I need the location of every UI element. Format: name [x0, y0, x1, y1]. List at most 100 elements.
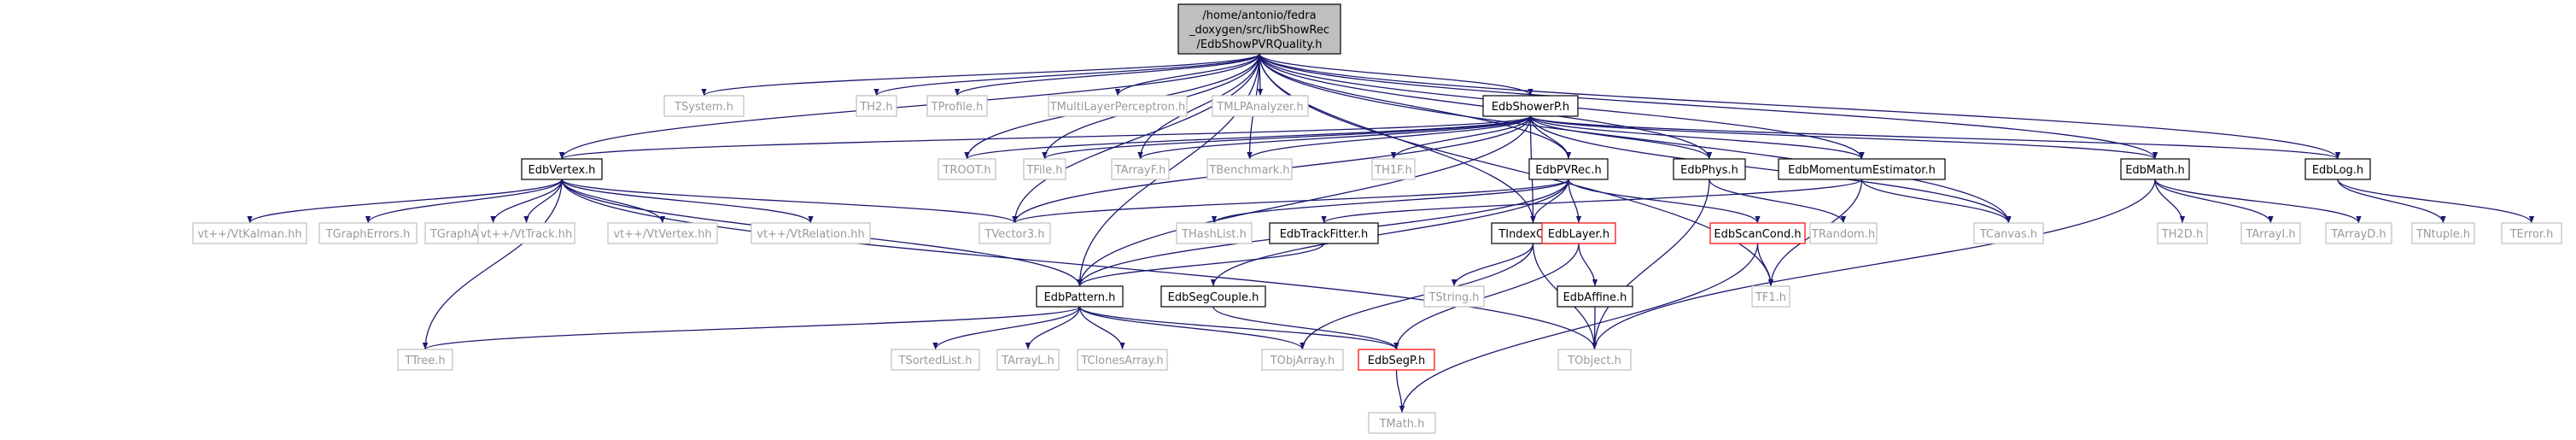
edge-root-to-tprofile: [954, 53, 1260, 97]
edge-edb-pvrec-to-edb-layer: [1568, 179, 1582, 224]
node-box: [192, 222, 307, 244]
node-edb-vertex[interactable]: EdbVertex.h: [521, 158, 603, 180]
root-node-label-line: /home/antonio/fedra: [1202, 9, 1316, 22]
edge-root-to-edb-pattern: [1077, 53, 1260, 287]
node-box: [1176, 222, 1253, 244]
edge-edb-vertex-to-vt-vertex: [561, 179, 666, 224]
edge-edb-vertex-to-tobject: [561, 179, 1598, 350]
node-label: EdbScanCond.h: [1714, 228, 1801, 241]
node-troot: TROOT.h: [938, 158, 996, 180]
node-edb-seg-couple[interactable]: EdbSegCouple.h: [1160, 285, 1266, 308]
node-th2-d: TH2D.h: [2157, 222, 2208, 244]
node-edb-affine[interactable]: EdbAffine.h: [1557, 285, 1633, 308]
node-label: TString.h: [1428, 291, 1479, 304]
node-label: TH1F.h: [1374, 164, 1412, 177]
node-box: [996, 349, 1060, 371]
edge-tindex-cell-to-tobj-array: [1300, 243, 1534, 350]
node-label: TRandom.h: [1811, 228, 1875, 241]
node-label: vt++/VtTrack.hh: [481, 228, 573, 241]
node-edb-phys[interactable]: EdbPhys.h: [1673, 158, 1746, 180]
node-label: EdbTrackFitter.h: [1280, 228, 1369, 241]
node-box: [891, 349, 980, 371]
node-box: [2157, 222, 2208, 244]
edge-edb-pattern-to-tclones-array: [1078, 306, 1125, 350]
node-box: [1160, 285, 1266, 308]
node-label: TVector3.h: [984, 228, 1044, 241]
edge-edb-shower-p-to-edb-log: [1529, 115, 2340, 160]
node-vt-relation: vt++/VtRelation.hh: [751, 222, 871, 244]
edge-edb-shower-p-to-edb-momentum-estimator: [1529, 115, 1865, 160]
node-box: [978, 222, 1051, 244]
node-edb-shower-p[interactable]: EdbShowerP.h: [1482, 95, 1579, 117]
edge-root-to-tvector3: [1012, 53, 1260, 224]
node-label: TArrayL.h: [1001, 355, 1054, 367]
edge-edb-shower-p-to-edb-pvrec: [1529, 115, 1572, 160]
node-tmlpanalyzer: TMLPAnalyzer.h: [1212, 95, 1309, 117]
edge-edb-pvrec-to-tindex-cell: [1530, 179, 1569, 224]
node-tarray-l: TArrayL.h: [996, 349, 1060, 371]
node-box: [1206, 158, 1293, 180]
node-box: [1751, 285, 1790, 308]
node-edb-pvrec[interactable]: EdbPVRec.h: [1528, 158, 1609, 180]
root-node-label-line: _doxygen/src/libShowRec: [1189, 24, 1329, 37]
edge-edb-math-to-tarray-d: [2154, 179, 2362, 224]
node-label: TError.h: [2509, 228, 2554, 241]
edge-edb-pattern-to-edb-seg-p: [1078, 306, 1399, 350]
edge-edb-vertex-to-tgraph-errors: [365, 179, 563, 224]
node-label: TSystem.h: [674, 101, 733, 114]
node-label: TArrayI.h: [2245, 228, 2295, 241]
node-edb-track-fitter[interactable]: EdbTrackFitter.h: [1269, 222, 1379, 244]
edge-edb-track-fitter-to-edb-pattern: [1077, 243, 1325, 287]
edge-edb-seg-p-to-tmath: [1395, 369, 1405, 414]
node-tclones-array: TClonesArray.h: [1077, 349, 1168, 371]
node-box: [2240, 222, 2301, 244]
node-label: TFile.h: [1025, 164, 1062, 177]
node-label: TProfile.h: [931, 101, 984, 114]
node-tarray-i: TArrayI.h: [2240, 222, 2301, 244]
node-tprofile: TProfile.h: [926, 95, 988, 117]
node-edb-layer[interactable]: EdbLayer.h: [1541, 222, 1616, 244]
edge-edb-math-to-tarray-i: [2154, 179, 2274, 224]
edge-edb-pattern-to-tobj-array: [1078, 306, 1306, 350]
edge-edb-phys-to-trandom: [1709, 179, 1847, 224]
edge-root-to-edb-vertex: [558, 53, 1260, 160]
node-tfile: TFile.h: [1023, 158, 1066, 180]
node-label: EdbLayer.h: [1548, 228, 1609, 241]
node-tvector3: TVector3.h: [978, 222, 1051, 244]
node-label: TH2.h: [859, 101, 892, 114]
edge-edb-log-to-tntuple: [2337, 179, 2446, 224]
edge-edb-log-to-terror: [2337, 179, 2535, 224]
node-box: [397, 349, 453, 371]
node-label: EdbPVRec.h: [1535, 164, 1601, 177]
node-box: [1177, 3, 1341, 55]
node-edb-math[interactable]: EdbMath.h: [2120, 158, 2190, 180]
node-tobject: TObject.h: [1557, 349, 1632, 371]
node-tarray-d: TArrayD.h: [2325, 222, 2392, 244]
node-edb-pattern[interactable]: EdbPattern.h: [1036, 285, 1124, 308]
edge-edb-vertex-to-vt-track: [523, 179, 563, 224]
node-box: [938, 158, 996, 180]
edge-edb-math-to-th2-d: [2154, 179, 2186, 224]
node-vt-vertex: vt++/VtVertex.hh: [607, 222, 718, 244]
edge-edb-shower-p-to-edb-phys: [1529, 115, 1713, 160]
node-label: TObjArray.h: [1270, 355, 1335, 367]
node-label: EdbPattern.h: [1044, 291, 1116, 304]
node-edb-seg-p[interactable]: EdbSegP.h: [1358, 349, 1435, 371]
node-tsystem: TSystem.h: [663, 95, 745, 117]
edge-edb-scan-cond-to-tf1: [1756, 243, 1774, 287]
node-label: EdbMath.h: [2125, 164, 2185, 177]
node-edb-scan-cond[interactable]: EdbScanCond.h: [1709, 222, 1806, 244]
node-box: [477, 222, 575, 244]
node-box: [1557, 285, 1633, 308]
edge-edb-math-to-tobject: [1592, 179, 2156, 350]
edge-root-to-tarray-f: [1137, 53, 1260, 160]
node-tstring: TString.h: [1423, 285, 1485, 308]
edge-root-to-tf1: [1259, 53, 1774, 287]
node-label: TArrayF.h: [1114, 164, 1166, 177]
node-edb-log[interactable]: EdbLog.h: [2304, 158, 2371, 180]
root-node-label-line: /EdbShowPVRQuality.h: [1197, 38, 1323, 51]
node-edb-momentum-estimator[interactable]: EdbMomentumEstimator.h: [1778, 158, 1946, 180]
edge-edb-momentum-estimator-to-tcanvas: [1860, 179, 2012, 224]
node-box: [1673, 158, 1746, 180]
